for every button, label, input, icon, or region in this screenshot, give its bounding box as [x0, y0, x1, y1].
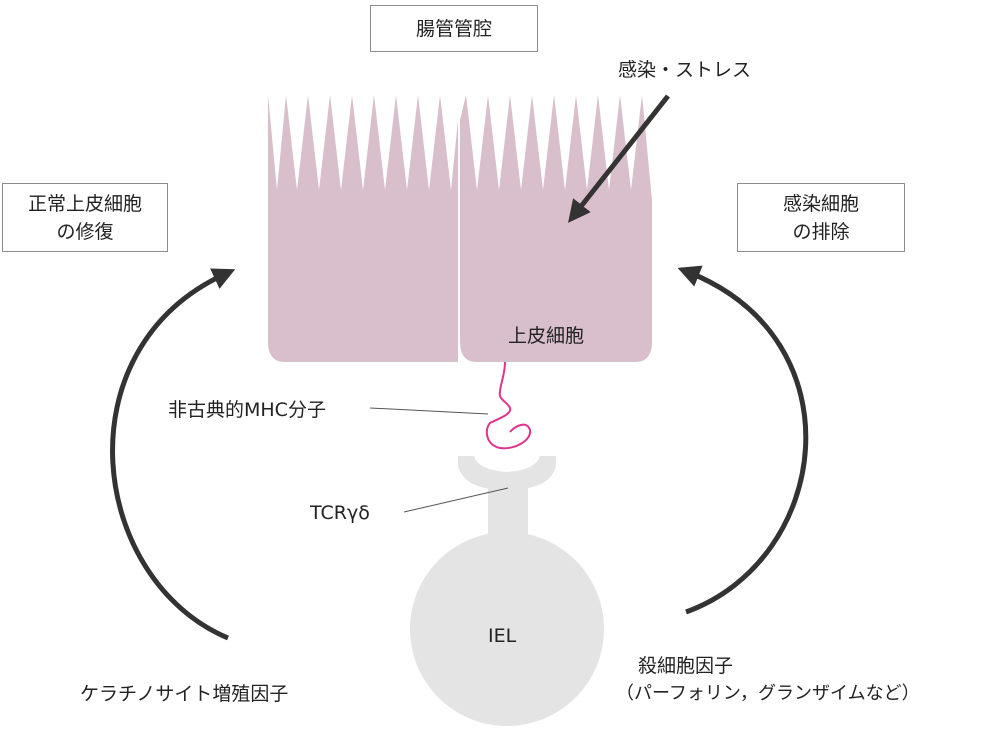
lumen-label: 腸管管腔	[415, 17, 492, 40]
cytotoxic-line2: （パーフォリン，グランザイムなど）	[616, 683, 920, 704]
repair-line1: 正常上皮細胞	[27, 192, 142, 215]
epithelial-cell-label: 上皮細胞	[508, 325, 585, 347]
cytotoxic-line1: 殺細胞因子	[638, 655, 734, 677]
repair-line2: の修復	[56, 220, 114, 243]
elimination-arrow	[677, 265, 809, 615]
mhc-label: 非古典的MHC分子	[168, 399, 326, 421]
mhc-leader-line	[369, 407, 489, 415]
kgf-label: ケラチノサイト増殖因子	[80, 683, 289, 705]
mhc-molecule	[485, 361, 532, 450]
epithelial-cell-right	[460, 95, 652, 362]
tcr-leader-line	[403, 487, 509, 513]
elimination-line1: 感染細胞	[782, 192, 859, 215]
iel-cell	[410, 532, 604, 726]
tcr-label: TCRγδ	[310, 502, 370, 524]
elimination-line2: の排除	[792, 220, 850, 243]
elimination-box: 感染細胞 の排除	[737, 183, 905, 252]
tcr-cup	[458, 456, 556, 490]
infection-stress-label: 感染・ストレス	[618, 59, 752, 81]
repair-arrow	[110, 268, 236, 641]
repair-box: 正常上皮細胞 の修復	[2, 183, 168, 252]
iel-stalk	[488, 485, 528, 565]
iel-label: IEL	[488, 625, 517, 647]
lumen-label-box: 腸管管腔	[370, 5, 538, 52]
infection-stress-arrow	[568, 94, 670, 223]
epithelial-cell-left	[268, 95, 458, 362]
